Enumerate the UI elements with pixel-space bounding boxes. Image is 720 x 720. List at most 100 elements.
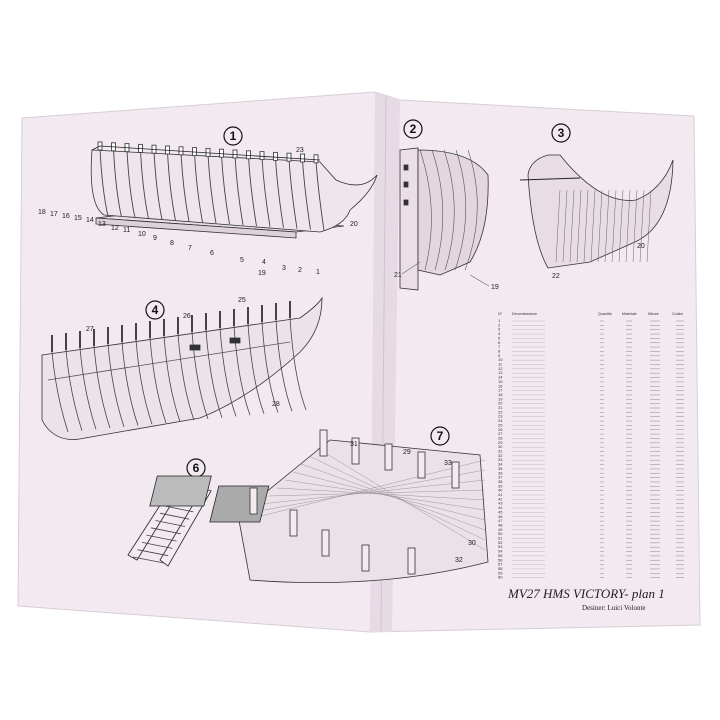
part-label: 16	[62, 213, 70, 220]
part-label: 8	[170, 240, 174, 247]
table-row-number: 14	[498, 375, 503, 380]
table-row-number: 48	[498, 522, 503, 527]
svg-text:Misure: Misure	[648, 312, 659, 316]
part-22-label: 22	[552, 273, 560, 280]
step-4-hull-with-deck	[41, 296, 323, 440]
svg-text:Denominazione: Denominazione	[512, 312, 537, 316]
svg-text:Codice: Codice	[672, 312, 683, 316]
part-label: 2	[298, 267, 302, 274]
step-1-label: 1	[230, 129, 237, 143]
table-row-number: 29	[498, 440, 503, 445]
part-19-label: 19	[491, 284, 499, 291]
part-label: 14	[86, 217, 94, 224]
step-3-stern-assembly	[519, 154, 674, 269]
table-row-number: 9	[498, 353, 501, 358]
parts-table: N° Denominazione Quantità Materiale Misu…	[498, 312, 684, 580]
part-33-label: 33	[444, 460, 452, 467]
table-row-number: 46	[498, 514, 503, 519]
table-row-number: 50	[498, 531, 503, 536]
part-label: 4	[262, 259, 266, 266]
table-row-number: 3	[498, 327, 501, 332]
part-31-label: 31	[350, 441, 358, 448]
table-row-number: 60	[498, 575, 503, 580]
part-label: 3	[282, 265, 286, 272]
table-row-number: 5	[498, 335, 501, 340]
table-row-number: 32	[498, 453, 503, 458]
table-row-number: 12	[498, 366, 503, 371]
table-row-number: 37	[498, 475, 503, 480]
table-row-number: 17	[498, 388, 503, 393]
table-row-number: 53	[498, 544, 503, 549]
table-row-number: 43	[498, 501, 503, 506]
table-row-number: 21	[498, 405, 503, 410]
step-7-marker	[430, 426, 450, 446]
table-row-number: 44	[498, 505, 503, 510]
part-label: 19	[258, 270, 266, 277]
table-row-number: 52	[498, 540, 503, 545]
step-4-label: 4	[152, 303, 159, 317]
table-row-number: 27	[498, 431, 503, 436]
table-row-number: 6	[498, 340, 501, 345]
part-label: 6	[210, 250, 214, 257]
step-3-label: 3	[558, 126, 565, 140]
part-28-label: 28	[272, 401, 280, 408]
step-2-bow-frames	[399, 147, 489, 291]
table-row-number: 31	[498, 449, 503, 454]
table-row-number: 1	[498, 318, 501, 323]
table-row-number: 26	[498, 427, 503, 432]
svg-text:N°: N°	[498, 312, 503, 316]
table-row-number: 59	[498, 570, 503, 575]
step-6-label: 6	[193, 461, 200, 475]
table-row-number: 49	[498, 527, 503, 532]
table-row-number: 7	[498, 344, 501, 349]
part-label: 13	[98, 221, 106, 228]
table-row-number: 55	[498, 553, 503, 558]
step-7-deck-gratings	[149, 429, 489, 584]
table-row-number: 22	[498, 409, 503, 414]
table-row-number: 35	[498, 466, 503, 471]
part-label: 17	[50, 211, 58, 218]
part-label: 5	[240, 257, 244, 264]
step-2-marker	[403, 119, 423, 139]
part-label: 18	[38, 209, 46, 216]
step-4-marker	[145, 300, 165, 320]
table-row-number: 34	[498, 462, 503, 467]
part-label: 12	[111, 225, 119, 232]
part-label: 15	[74, 215, 82, 222]
part-25-label: 25	[238, 297, 246, 304]
plan-title: MV27 HMS VICTORY- plan 1	[507, 586, 665, 601]
table-row-number: 36	[498, 470, 503, 475]
table-row-number: 41	[498, 492, 503, 497]
table-row-number: 11	[498, 362, 503, 367]
part-label: 10	[138, 231, 146, 238]
table-row-number: 51	[498, 536, 503, 541]
table-row-number: 54	[498, 549, 503, 554]
table-row-number: 58	[498, 566, 503, 571]
part-label: 11	[123, 227, 130, 234]
part-label: 23	[296, 147, 304, 154]
table-row-number: 20	[498, 401, 503, 406]
part-label: 9	[153, 235, 157, 242]
table-row-number: 45	[498, 509, 503, 514]
step-7-label: 7	[437, 429, 444, 443]
step-1-hull-frames	[90, 141, 378, 239]
part-30-label: 30	[468, 540, 476, 547]
table-row-number: 8	[498, 348, 501, 353]
part-29-label: 29	[403, 449, 411, 456]
table-row-number: 16	[498, 383, 503, 388]
part-27-label: 27	[86, 326, 94, 333]
table-row-number: 39	[498, 483, 503, 488]
part-20-label: 20	[637, 243, 645, 250]
step-3-marker	[551, 123, 571, 143]
table-row-number: 30	[498, 444, 503, 449]
table-row-number: 56	[498, 557, 503, 562]
table-row-number: 42	[498, 496, 503, 501]
step-1-marker	[223, 126, 243, 146]
svg-text:Quantità: Quantità	[598, 312, 612, 316]
part-label: 1	[316, 269, 320, 276]
part-32-label: 32	[455, 557, 463, 564]
table-row-number: 47	[498, 518, 503, 523]
table-row-number: 18	[498, 392, 503, 397]
table-row-number: 2	[498, 322, 501, 327]
